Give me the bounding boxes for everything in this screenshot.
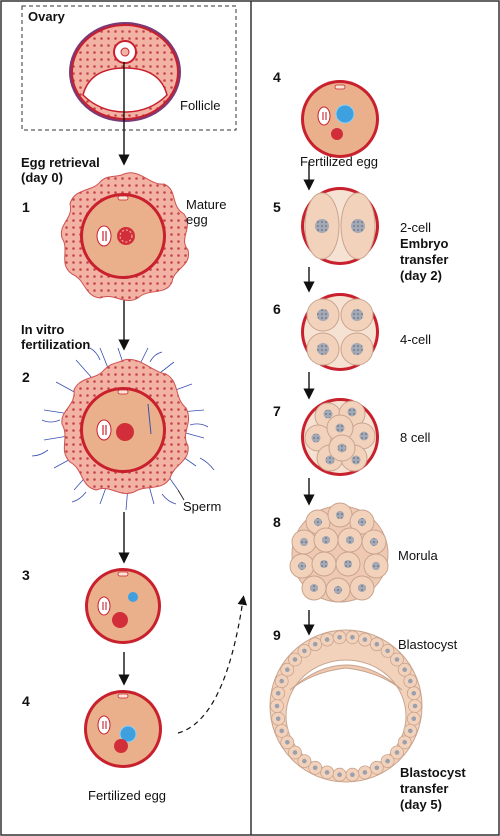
egg-retrieval-label: Egg retrieval xyxy=(21,155,100,170)
step-number-3: 3 xyxy=(22,567,30,583)
transfer-dashed-arrow xyxy=(177,595,248,734)
trophoblast-nucleus xyxy=(350,772,355,777)
step-number-7: 7 xyxy=(273,403,281,419)
fertilized-egg-right-label: Fertilized egg xyxy=(300,154,379,169)
morula xyxy=(289,502,389,603)
trophoblast-nucleus xyxy=(279,728,285,734)
sperm-label: Sperm xyxy=(183,499,222,514)
ovary-follicle xyxy=(69,22,181,122)
embryo-transfer-label-3: (day 2) xyxy=(400,268,442,283)
fertilization-egg xyxy=(31,347,215,511)
trophoblast-nucleus xyxy=(402,740,408,745)
blastocyst xyxy=(269,629,423,783)
trophoblast-nucleus xyxy=(374,641,380,647)
blastocyst-transfer-label-2: transfer xyxy=(400,781,449,796)
two-cell-embryo xyxy=(301,187,379,265)
trophoblast-nucleus xyxy=(279,678,285,684)
trophoblast-nucleus xyxy=(362,637,368,642)
trophoblast-nucleus xyxy=(275,691,281,696)
trophoblast-nucleus xyxy=(362,770,368,775)
trophoblast-nucleus xyxy=(385,758,390,764)
four-cell-label: 4-cell xyxy=(400,332,432,347)
trophoblast-nucleus xyxy=(285,740,290,745)
two-cell-label: 2-cell xyxy=(400,220,432,235)
trophoblast-nucleus xyxy=(275,716,281,721)
in-vitro-label: In vitro xyxy=(21,322,65,337)
trophoblast-nucleus xyxy=(408,678,413,684)
fertilized-egg-right xyxy=(301,80,379,158)
blastocyst-transfer-label-1: Blastocyst xyxy=(400,765,466,780)
mature-egg xyxy=(60,172,190,302)
mature-label: Mature xyxy=(186,197,227,212)
trophoblast-nucleus xyxy=(312,765,318,771)
trophoblast-nucleus xyxy=(274,703,280,709)
fertilized-egg-left-label: Fertilized egg xyxy=(88,788,167,803)
trophoblast-nucleus xyxy=(312,641,318,647)
step-number-6: 6 xyxy=(273,301,281,317)
step-number-8: 8 xyxy=(273,514,281,530)
follicle-label: Follicle xyxy=(180,98,221,113)
step-number-4-right: 4 xyxy=(273,69,281,85)
ovary-box xyxy=(21,5,237,131)
four-cell-embryo xyxy=(301,293,379,371)
embryo-transfer-label-1: Embryo xyxy=(400,236,449,251)
trophoblast-nucleus xyxy=(292,657,298,662)
trophoblast-nucleus xyxy=(402,667,408,672)
trophoblast-nucleus xyxy=(324,770,330,775)
trophoblast-nucleus xyxy=(411,716,417,721)
morula-label: Morula xyxy=(398,548,438,563)
blastocyst-label: Blastocyst xyxy=(398,637,458,652)
egg-label: egg xyxy=(186,212,208,227)
embryo-transfer-label-2: transfer xyxy=(400,252,449,267)
step-number-9: 9 xyxy=(273,627,281,643)
trophoblast-nucleus xyxy=(324,637,330,642)
trophoblast-nucleus xyxy=(302,648,307,654)
trophoblast-nucleus xyxy=(374,765,380,771)
fertilized-egg-left xyxy=(84,690,162,768)
step-number-2: 2 xyxy=(22,369,30,385)
trophoblast-nucleus xyxy=(394,750,400,755)
trophoblast-nucleus xyxy=(337,635,342,640)
trophoblast-nucleus xyxy=(337,772,342,777)
trophoblast-nucleus xyxy=(412,703,418,709)
trophoblast-nucleus xyxy=(292,750,298,755)
step-number-1: 1 xyxy=(22,199,30,215)
trophoblast-nucleus xyxy=(385,648,390,654)
trophoblast-nucleus xyxy=(350,635,355,640)
ovary-label: Ovary xyxy=(28,9,65,24)
trophoblast-nucleus xyxy=(411,691,417,696)
blastocyst-transfer-label-3: (day 5) xyxy=(400,797,442,812)
fertilization-label: fertilization xyxy=(21,337,91,352)
trophoblast-nucleus xyxy=(302,758,307,764)
step-number-4-left: 4 xyxy=(22,693,30,709)
trophoblast-nucleus xyxy=(285,667,290,672)
trophoblast-nucleus xyxy=(408,728,413,734)
egg-step-3 xyxy=(85,568,161,644)
egg-retrieval-day-label: (day 0) xyxy=(21,170,63,185)
eight-cell-label: 8 cell xyxy=(400,430,431,445)
trophoblast-nucleus xyxy=(394,657,400,662)
eight-cell-embryo xyxy=(301,398,379,476)
step-number-5: 5 xyxy=(273,199,281,215)
